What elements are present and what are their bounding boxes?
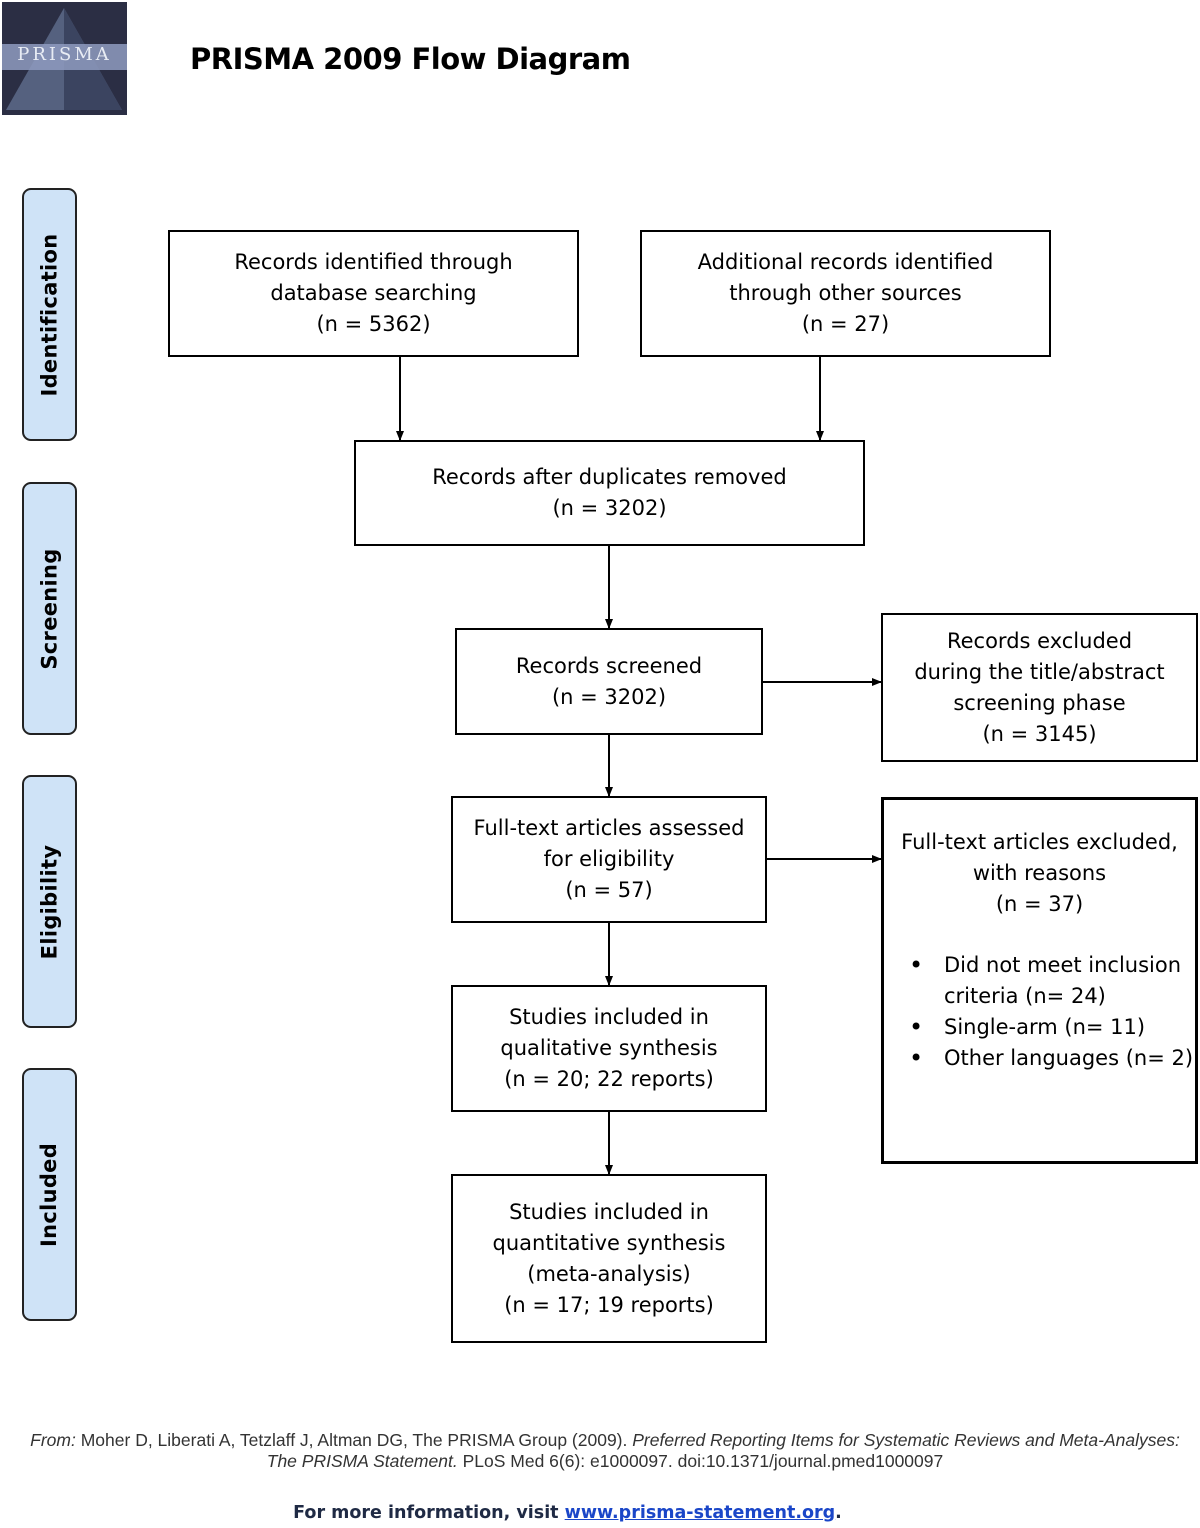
box-text: Full-text articles excluded, xyxy=(901,830,1178,854)
box-records-screened: Records screened (n = 3202) xyxy=(455,628,763,735)
box-fulltext-assessed: Full-text articles assessed for eligibil… xyxy=(451,796,767,923)
box-text: Records screened xyxy=(515,653,703,678)
box-count: (n = 37) xyxy=(995,892,1084,916)
box-text: Full-text articles assessed xyxy=(473,816,745,840)
citation-from-label: From: xyxy=(30,1430,76,1450)
box-count: (n = 3202) xyxy=(551,684,667,709)
box-records-excluded: Records excluded during the title/abstra… xyxy=(881,613,1198,762)
box-duplicates-removed: Records after duplicates removed (n = 32… xyxy=(354,440,865,546)
prisma-logo-graphic xyxy=(2,2,127,115)
more-info-prefix: For more information, visit xyxy=(293,1503,559,1523)
box-text: Records after duplicates removed xyxy=(432,465,787,489)
stage-screening: Screening xyxy=(22,482,77,735)
box-count: (n = 27) xyxy=(801,312,890,336)
exclusion-reason: Did not meet inclusion criteria (n= 24) xyxy=(909,950,1195,1012)
exclusion-reason-text: Single-arm (n= 11) xyxy=(944,1015,1146,1039)
box-text: during the title/abstract xyxy=(914,659,1165,684)
box-text: Records excluded xyxy=(946,628,1133,653)
box-count: (n = 20; 22 reports) xyxy=(504,1067,714,1091)
exclusion-reason-text: Did not meet inclusion xyxy=(944,953,1182,977)
box-other-sources: Additional records identified through ot… xyxy=(640,230,1051,357)
box-text: for eligibility xyxy=(543,847,675,871)
prisma-website-link[interactable]: www.prisma-statement.org xyxy=(564,1503,836,1523)
box-count: (n = 57) xyxy=(565,878,653,902)
box-text: (meta-analysis) xyxy=(527,1261,691,1286)
box-qualitative-synthesis: Studies included in qualitative synthesi… xyxy=(451,985,767,1112)
box-count: (n = 5362) xyxy=(316,312,431,336)
exclusion-reason-text: criteria (n= 24) xyxy=(944,984,1106,1008)
logo-text: PRISMA xyxy=(17,44,112,65)
box-text: with reasons xyxy=(972,861,1107,885)
citation-journal: PLoS Med 6(6): e1000097. doi:10.1371/jou… xyxy=(462,1451,944,1471)
box-text: through other sources xyxy=(729,281,962,305)
box-text: Studies included in xyxy=(509,1005,709,1029)
box-text: database searching xyxy=(270,281,477,305)
box-text: qualitative synthesis xyxy=(500,1036,718,1060)
box-fulltext-excluded: Full-text articles excluded, with reason… xyxy=(881,797,1198,1164)
stage-identification: Identification xyxy=(22,188,77,441)
box-text: Records identified through xyxy=(234,250,513,274)
box-text: screening phase xyxy=(953,690,1126,715)
box-count: (n = 3145) xyxy=(982,721,1097,746)
exclusion-reason: Single-arm (n= 11) xyxy=(909,1012,1195,1043)
box-quantitative-synthesis: Studies included in quantitative synthes… xyxy=(451,1174,767,1343)
stage-eligibility: Eligibility xyxy=(22,775,77,1028)
exclusion-reasons-list: Did not meet inclusion criteria (n= 24) S… xyxy=(884,950,1195,1074)
page-title: PRISMA 2009 Flow Diagram xyxy=(190,42,631,76)
citation-title: Preferred Reporting Items for Systematic… xyxy=(266,1430,1180,1471)
box-text: quantitative synthesis xyxy=(492,1230,726,1255)
box-text: Additional records identified xyxy=(697,250,994,274)
more-info: For more information, visit www.prisma-s… xyxy=(0,1503,1135,1523)
exclusion-reason-text: Other languages (n= 2) xyxy=(944,1046,1194,1070)
exclusion-reason: Other languages (n= 2) xyxy=(909,1043,1195,1074)
prisma-logo: PRISMA xyxy=(2,2,127,115)
box-text: Studies included in xyxy=(509,1199,709,1224)
box-database-searching: Records identified through database sear… xyxy=(168,230,579,357)
more-info-suffix: . xyxy=(835,1503,842,1523)
stage-included: Included xyxy=(22,1068,77,1321)
box-count: (n = 17; 19 reports) xyxy=(504,1292,714,1317)
citation: From: Moher D, Liberati A, Tetzlaff J, A… xyxy=(20,1430,1190,1472)
citation-authors: Moher D, Liberati A, Tetzlaff J, Altman … xyxy=(80,1430,628,1450)
box-count: (n = 3202) xyxy=(552,496,667,520)
